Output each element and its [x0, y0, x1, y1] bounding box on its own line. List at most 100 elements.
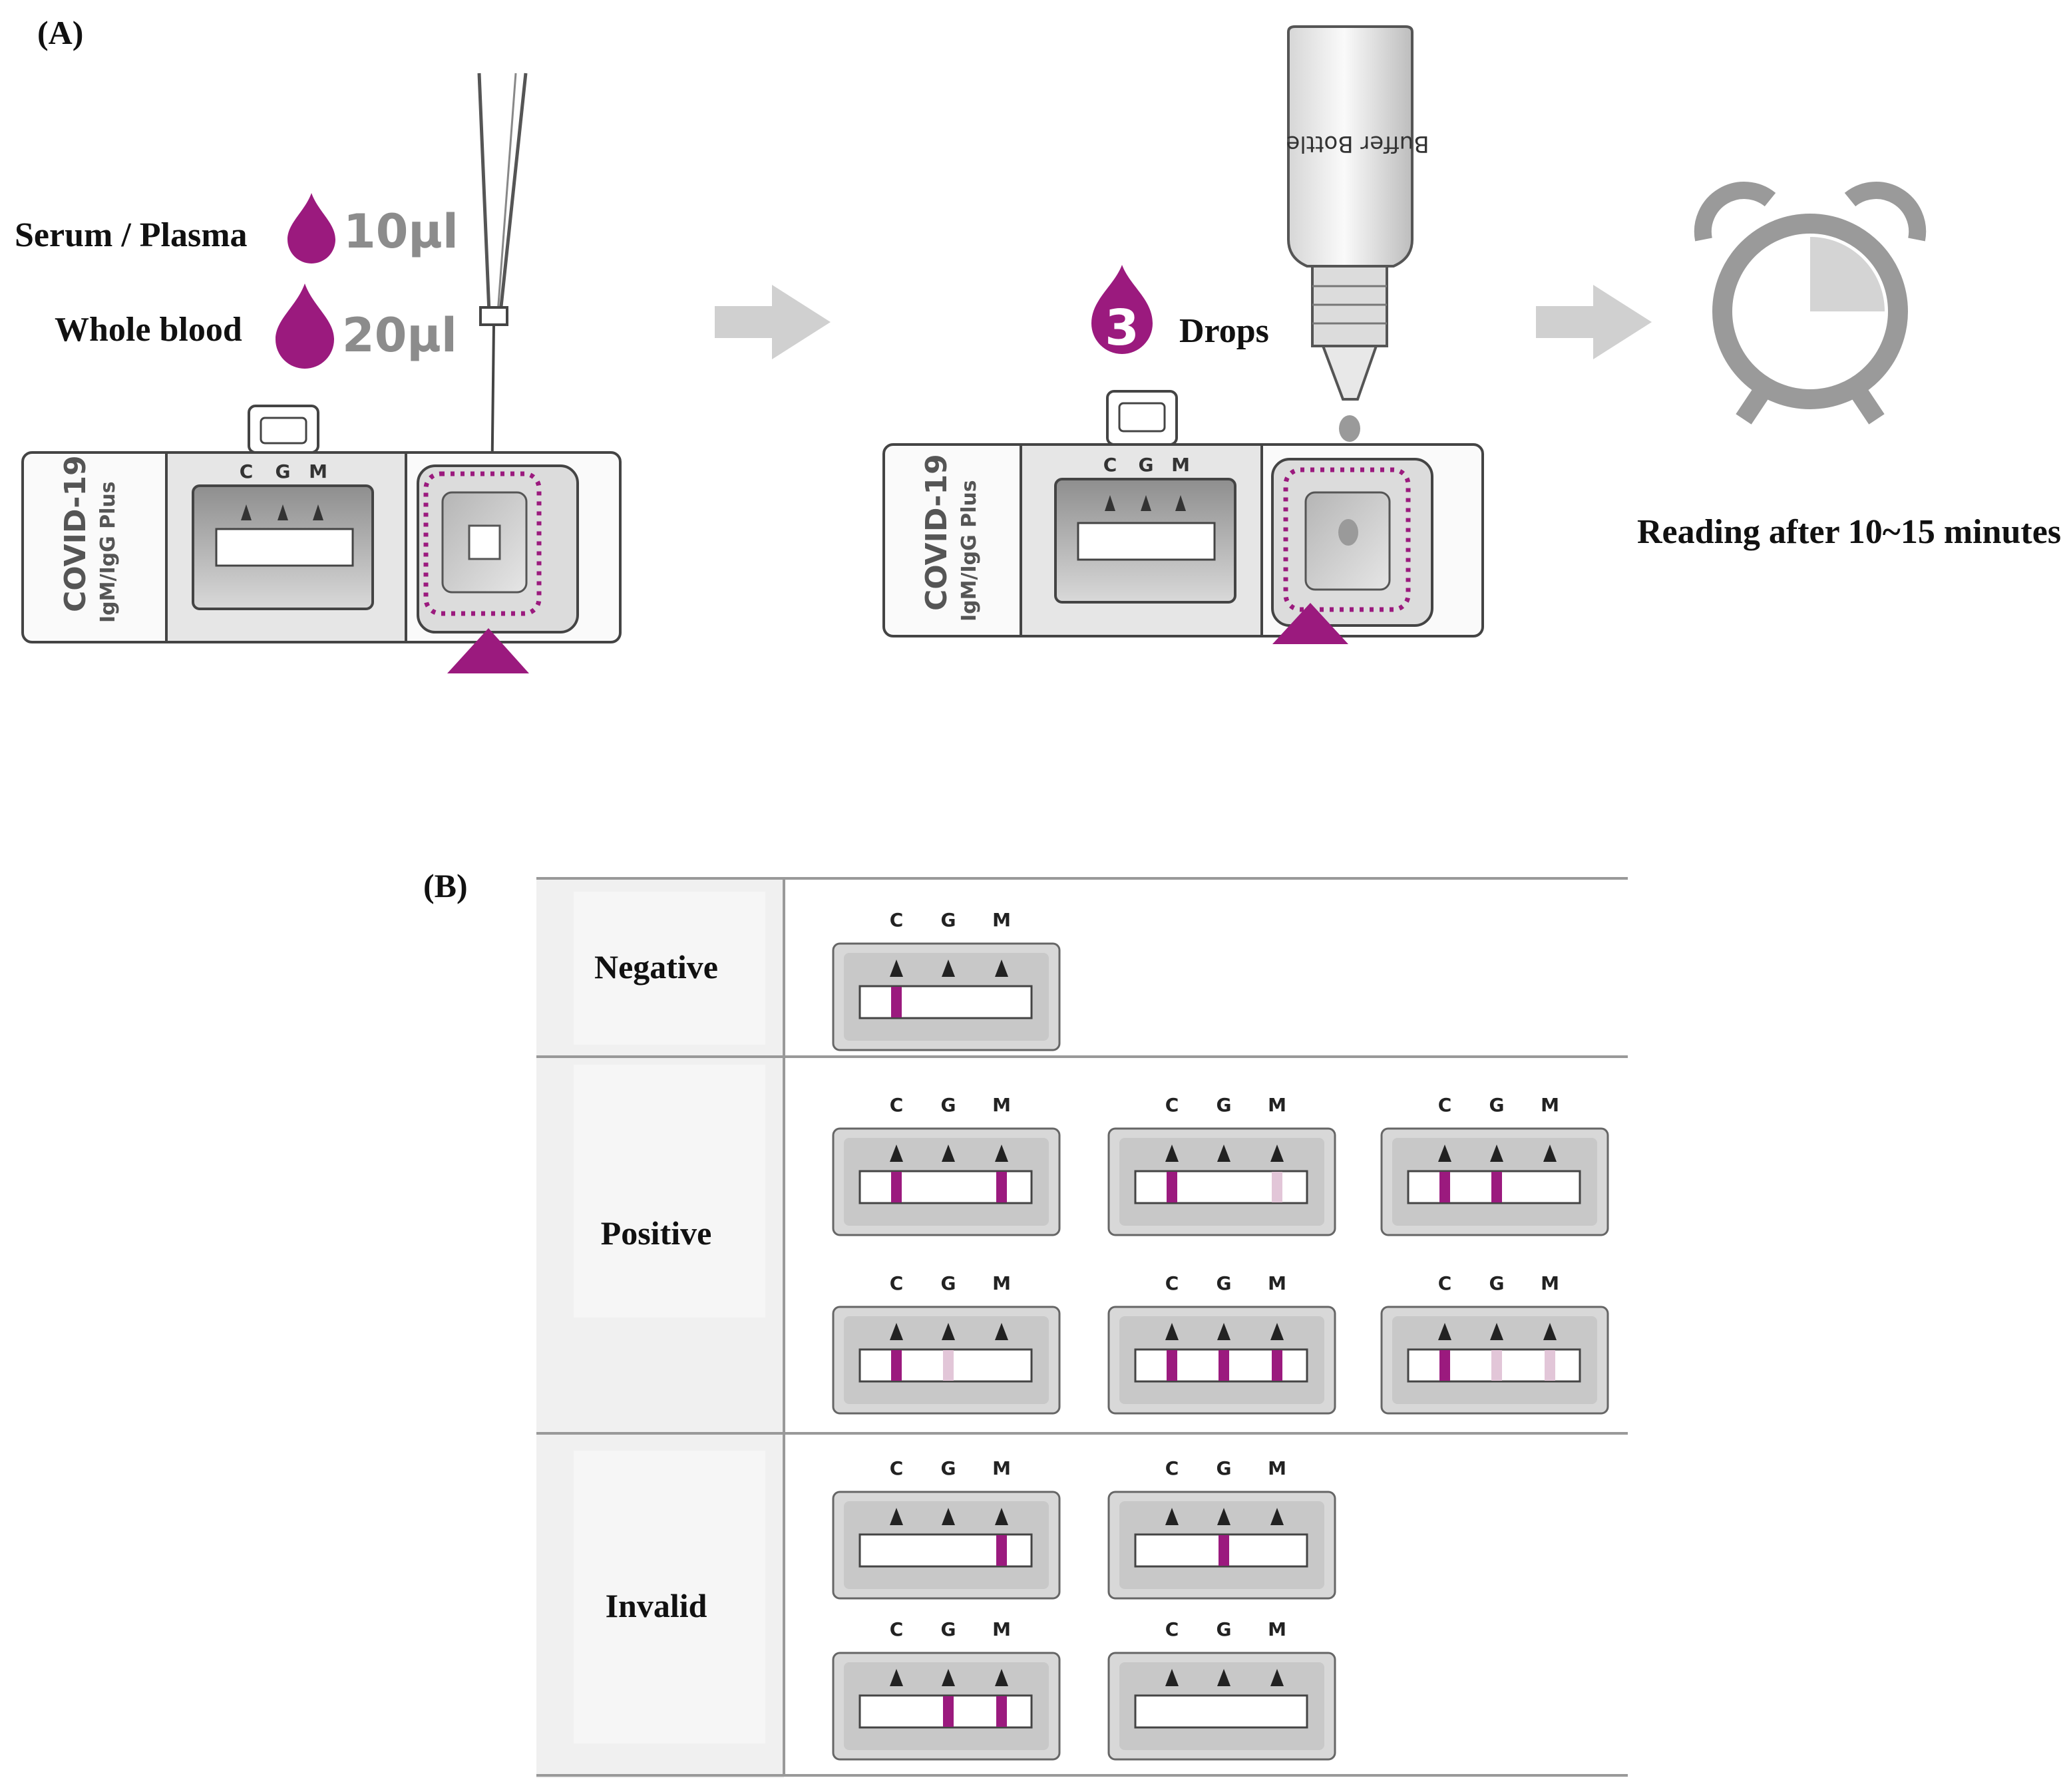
cassette-arrow-mark	[890, 960, 903, 977]
cassette-mark-label: G	[1217, 1094, 1232, 1116]
cassette-mark-label: C	[1165, 1094, 1179, 1116]
band-M-strong	[996, 1172, 1007, 1202]
cassette-arrow-mark	[942, 1669, 955, 1686]
drops-label: Drops	[1179, 312, 1269, 350]
reading-time-text: Reading after 10~15 minutes	[1637, 513, 2061, 551]
cassette-arrow-mark	[890, 1145, 903, 1162]
cassette-mark-label: C	[1165, 1272, 1179, 1294]
cassette-arrow-mark	[995, 1508, 1008, 1525]
cassette-mark-label: M	[1268, 1272, 1286, 1294]
band-C-strong	[1167, 1350, 1177, 1381]
cassette-mark-label: M	[1268, 1457, 1286, 1479]
cassette-mark-label: C	[1438, 1272, 1452, 1294]
cassette-mark-label: G	[941, 1618, 956, 1640]
band-C-strong	[1439, 1350, 1450, 1381]
cassette-arrow-mark	[1270, 1323, 1284, 1340]
cassette-arrow-mark	[1490, 1145, 1503, 1162]
cassette-arrow-mark	[1543, 1145, 1557, 1162]
band-C-strong	[891, 1172, 902, 1202]
band-G-faint	[943, 1350, 954, 1381]
row-label-positive: Positive	[601, 1214, 712, 1252]
cassette-arrow-mark	[890, 1508, 903, 1525]
cassette-mark-label: M	[992, 1618, 1011, 1640]
cassette-arrow-mark	[995, 1323, 1008, 1340]
cassette-arrow-mark	[1165, 1323, 1179, 1340]
next-step-arrow-icon	[1536, 285, 1652, 359]
result-strip	[1134, 1694, 1308, 1729]
band-G-faint	[1491, 1350, 1502, 1381]
cassette-mark-label: G	[1489, 1272, 1505, 1294]
cassette-mark-label: G	[941, 1272, 956, 1294]
serum-plasma-label: Serum / Plasma	[15, 216, 248, 254]
cassette-arrow-mark	[1165, 1669, 1179, 1686]
sample-well-indicator	[447, 628, 529, 673]
cassette-mark-label: C	[890, 1457, 904, 1479]
cassette-arrow-mark	[1543, 1323, 1557, 1340]
cassette-arrow-mark	[890, 1323, 903, 1340]
cassette-mark-label: G	[1217, 1457, 1232, 1479]
cassette-mark-label: C	[1438, 1094, 1452, 1116]
row-label-invalid: Invalid	[606, 1587, 707, 1624]
buffer-well-indicator	[1272, 603, 1348, 644]
cassette-arrow-mark	[995, 1145, 1008, 1162]
device-subtitle: IgM/IgG Plus	[96, 481, 120, 623]
cassette-mark-label: M	[992, 1457, 1011, 1479]
band-C-strong	[1439, 1172, 1450, 1202]
blood-drop-icon	[276, 283, 334, 369]
cassette-mark-label: C	[890, 1272, 904, 1294]
result-strip	[858, 985, 1033, 1019]
device-subtitle: IgM/IgG Plus	[958, 480, 981, 622]
window-mark: M	[309, 460, 327, 482]
cassette-mark-label: G	[941, 1094, 956, 1116]
cassette-arrow-mark	[1270, 1669, 1284, 1686]
window-mark: M	[1171, 454, 1190, 476]
band-M-faint	[1272, 1172, 1282, 1202]
cassette-mark-label: M	[992, 909, 1011, 931]
cassette-mark-label: C	[1165, 1457, 1179, 1479]
cassette-mark-label: G	[941, 909, 956, 931]
band-M-faint	[1545, 1350, 1555, 1381]
alarm-clock-icon	[1694, 182, 1927, 425]
cassette-arrow-mark	[1438, 1145, 1451, 1162]
cassette-mark-label: G	[1489, 1094, 1505, 1116]
serum-drop-icon	[287, 193, 335, 264]
band-G-strong	[1219, 1350, 1229, 1381]
cassette-mark-label: G	[1217, 1618, 1232, 1640]
test-cassette-sample: C G M COVID-19 IgM/IgG Plus	[21, 405, 622, 673]
device-name: COVID-19	[920, 454, 954, 611]
band-M-strong	[996, 1535, 1007, 1566]
panel-b-label: (B)	[423, 867, 468, 904]
cassette-arrow-mark	[1217, 1669, 1230, 1686]
device-name: COVID-19	[59, 455, 93, 612]
cassette-arrow-mark	[1270, 1508, 1284, 1525]
bottle-label: Buffer Bottle	[1286, 130, 1429, 157]
cassette-mark-label: G	[941, 1457, 956, 1479]
band-C-strong	[891, 987, 902, 1017]
band-C-strong	[1167, 1172, 1177, 1202]
window-mark: G	[276, 460, 291, 482]
buffer-bottle-icon: Buffer Bottle	[1286, 25, 1429, 486]
window-mark: C	[240, 460, 254, 482]
serum-volume: 10µl	[343, 204, 459, 259]
cassette-arrow-mark	[1270, 1145, 1284, 1162]
band-G-strong	[1219, 1535, 1229, 1566]
cassette-arrow-mark	[1217, 1323, 1230, 1340]
cassette-mark-label: M	[1541, 1094, 1559, 1116]
drops-count-icon	[1091, 265, 1153, 354]
window-mark: G	[1139, 454, 1154, 476]
cassette-mark-label: G	[1217, 1272, 1232, 1294]
blood-volume: 20µl	[342, 308, 457, 363]
cassette-arrow-mark	[942, 960, 955, 977]
cassette-mark-label: M	[992, 1272, 1011, 1294]
